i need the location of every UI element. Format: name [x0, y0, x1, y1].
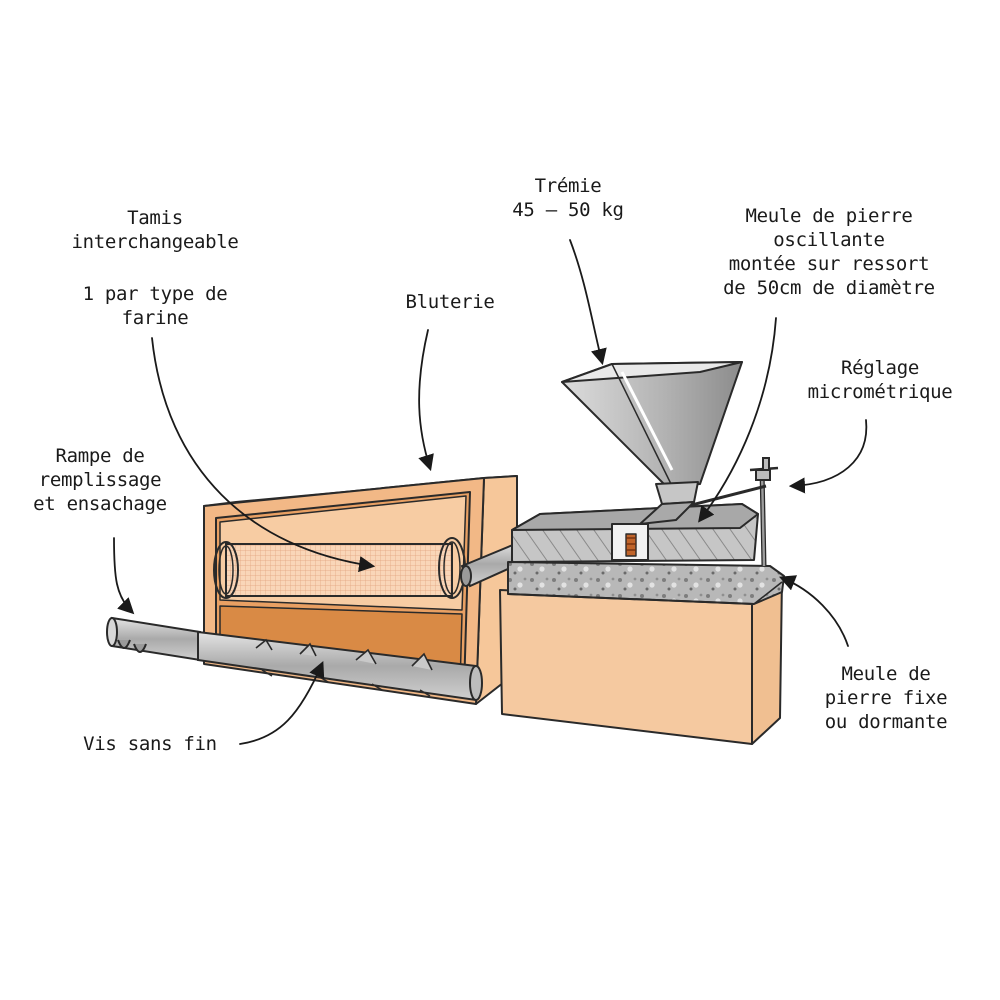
- arrow-meule-fixe: [778, 575, 849, 647]
- label-tremie: Trémie 45 – 50 kg: [478, 174, 658, 222]
- label-tamis-note-line2: farine: [121, 307, 189, 329]
- label-bluterie-line1: Bluterie: [405, 291, 495, 313]
- rampe-tube: [106, 616, 201, 662]
- arrow-tremie: [569, 239, 607, 366]
- arrow-meule-oscillante: [698, 317, 777, 523]
- label-meule-oscillante: Meule de pierre oscillante montée sur re…: [684, 204, 974, 300]
- label-tamis-line2: interchangeable: [71, 231, 239, 253]
- arrow-bluterie: [418, 329, 434, 472]
- arrow-rampe: [113, 537, 135, 615]
- label-reglage-line2: micrométrique: [807, 381, 953, 403]
- arrow-reglage: [788, 419, 868, 494]
- tamis-cylinder: [213, 537, 466, 599]
- label-rampe: Rampe de remplissage et ensachage: [2, 444, 198, 516]
- label-meule-fixe-line2: pierre fixe: [824, 687, 948, 709]
- label-reglage-line1: Réglage: [841, 357, 919, 379]
- label-meule-oscillante-line2: oscillante: [773, 229, 885, 251]
- label-tamis-note: 1 par type de farine: [40, 282, 270, 330]
- arrow-tamis: [151, 337, 376, 573]
- label-vis-line1: Vis sans fin: [83, 733, 217, 755]
- callout-arrows: [113, 239, 868, 745]
- label-rampe-line1: Rampe de: [55, 445, 145, 467]
- label-rampe-line3: et ensachage: [33, 493, 167, 515]
- label-tremie-line1: Trémie: [534, 175, 602, 197]
- label-tamis: Tamis interchangeable: [40, 206, 270, 254]
- label-tremie-line2: 45 – 50 kg: [512, 199, 624, 221]
- vis-sans-fin: [197, 630, 483, 702]
- reglage-rod: [679, 457, 779, 567]
- label-meule-oscillante-line3: montée sur ressort: [728, 253, 930, 275]
- label-meule-oscillante-line1: Meule de pierre: [745, 205, 913, 227]
- label-rampe-line2: remplissage: [38, 469, 162, 491]
- label-meule-oscillante-line4: de 50cm de diamètre: [723, 277, 935, 299]
- label-meule-fixe-line1: Meule de: [841, 663, 931, 685]
- label-meule-fixe: Meule de pierre fixe ou dormante: [786, 662, 986, 734]
- label-reglage: Réglage micrométrique: [782, 356, 978, 404]
- meule-oscillante-stone: [511, 503, 759, 563]
- label-bluterie: Bluterie: [370, 290, 530, 314]
- label-meule-fixe-line3: ou dormante: [824, 711, 948, 733]
- arrow-vis: [239, 661, 325, 745]
- tremie-hopper: [561, 361, 743, 525]
- label-tamis-line1: Tamis: [127, 207, 183, 229]
- label-tamis-note-line1: 1 par type de: [82, 283, 228, 305]
- label-vis: Vis sans fin: [60, 732, 240, 756]
- mill-base: [499, 561, 785, 745]
